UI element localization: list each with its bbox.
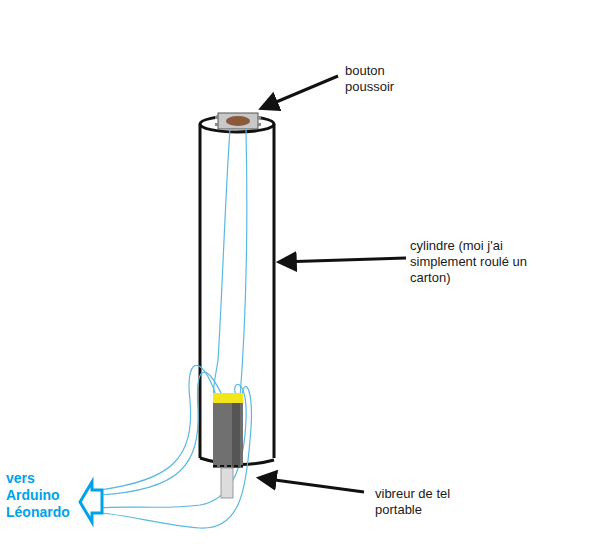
part-label: vibreur de tel portable	[375, 486, 475, 518]
hollow-arrow	[80, 482, 102, 522]
leader-arrows	[260, 76, 406, 492]
connection-label: vers Arduino Léonardo	[6, 470, 80, 521]
push-button	[215, 113, 261, 129]
vibrator-motor	[213, 393, 243, 498]
part-label: bouton poussoir	[345, 63, 411, 95]
wires	[100, 129, 251, 528]
part-label: cylindre (moi j'ai simplement roulé un c…	[410, 238, 550, 286]
